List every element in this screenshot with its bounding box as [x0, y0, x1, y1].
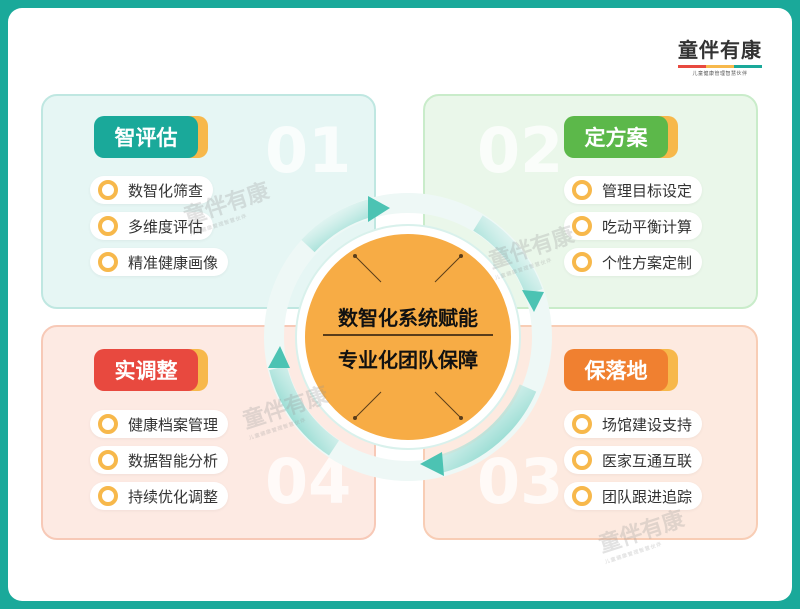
list-item: 个性方案定制 — [564, 248, 703, 276]
center-circle: 数智化系统赋能 专业化团队保障 — [297, 226, 519, 448]
arrow-head-top — [368, 196, 390, 222]
list-item-label: 多维度评估 — [128, 217, 204, 236]
quadrant-number: 02 — [477, 114, 564, 187]
list-item-label: 精准健康画像 — [128, 253, 219, 272]
list-item: 数据智能分析 — [90, 446, 229, 474]
tag-plan-label: 定方案 — [564, 116, 668, 158]
list-item-label: 管理目标设定 — [602, 181, 693, 200]
brand-subtitle: 儿童健康管理智慧伙伴 — [692, 71, 748, 77]
bullet-icon — [572, 450, 592, 470]
brand-color-bar — [678, 65, 762, 68]
list-item: 数智化筛查 — [90, 176, 214, 204]
bullet-icon — [98, 414, 118, 434]
arrow-arc-bottom — [437, 384, 537, 473]
list-item-label: 场馆建设支持 — [602, 415, 693, 434]
list-item: 团队跟进追踪 — [564, 482, 703, 510]
bullet-icon — [572, 486, 592, 506]
center-line-2: 专业化团队保障 — [338, 348, 478, 372]
list-item-label: 吃动平衡计算 — [602, 217, 693, 236]
brand-logo: 童伴有康 儿童健康管理智慧伙伴 — [678, 34, 762, 77]
arrow-head-bottom — [420, 452, 444, 476]
tag-assess-label: 智评估 — [94, 116, 198, 158]
quadrant-number: 03 — [477, 445, 564, 518]
bullet-icon — [98, 450, 118, 470]
list-item-label: 个性方案定制 — [602, 253, 693, 272]
list-item: 精准健康画像 — [90, 248, 229, 276]
bullet-icon — [98, 252, 118, 272]
list-item-label: 团队跟进追踪 — [602, 487, 693, 506]
tag-adjust-label: 实调整 — [94, 349, 198, 391]
center-line-1: 数智化系统赋能 — [338, 306, 478, 330]
bullet-icon — [572, 216, 592, 236]
bullet-icon — [98, 180, 118, 200]
arrow-arc-top — [301, 199, 373, 253]
list-item-label: 数据智能分析 — [128, 451, 219, 470]
bullet-icon — [98, 486, 118, 506]
center-decor-lines — [353, 254, 463, 420]
list-item: 持续优化调整 — [90, 482, 229, 510]
list-item: 医家互通互联 — [564, 446, 703, 474]
list-item: 健康档案管理 — [90, 410, 229, 438]
list-item: 吃动平衡计算 — [564, 212, 703, 240]
bullet-icon — [572, 252, 592, 272]
list-item: 多维度评估 — [90, 212, 214, 240]
list-item-label: 数智化筛查 — [128, 181, 204, 200]
canvas: 童伴有康 儿童健康管理智慧伙伴 01 02 04 03 智评估 定方案 实调整 … — [8, 8, 792, 601]
list-item: 场馆建设支持 — [564, 410, 703, 438]
arrow-arc-right — [473, 215, 543, 296]
tag-implement-label: 保落地 — [564, 349, 668, 391]
list-item: 管理目标设定 — [564, 176, 703, 204]
list-item-label: 持续优化调整 — [128, 487, 219, 506]
arrow-head-left — [268, 346, 290, 368]
bullet-icon — [98, 216, 118, 236]
bullet-icon — [572, 180, 592, 200]
ring-track — [264, 193, 552, 481]
center-divider — [323, 334, 493, 336]
list-item-label: 医家互通互联 — [602, 451, 693, 470]
quadrant-number: 01 — [265, 114, 352, 187]
bullet-icon — [572, 414, 592, 434]
cycle-arrows — [264, 193, 552, 481]
brand-name: 童伴有康 — [678, 38, 762, 62]
list-item-label: 健康档案管理 — [128, 415, 219, 434]
arrow-arc-left — [269, 365, 340, 456]
arrow-head-right — [522, 290, 544, 312]
